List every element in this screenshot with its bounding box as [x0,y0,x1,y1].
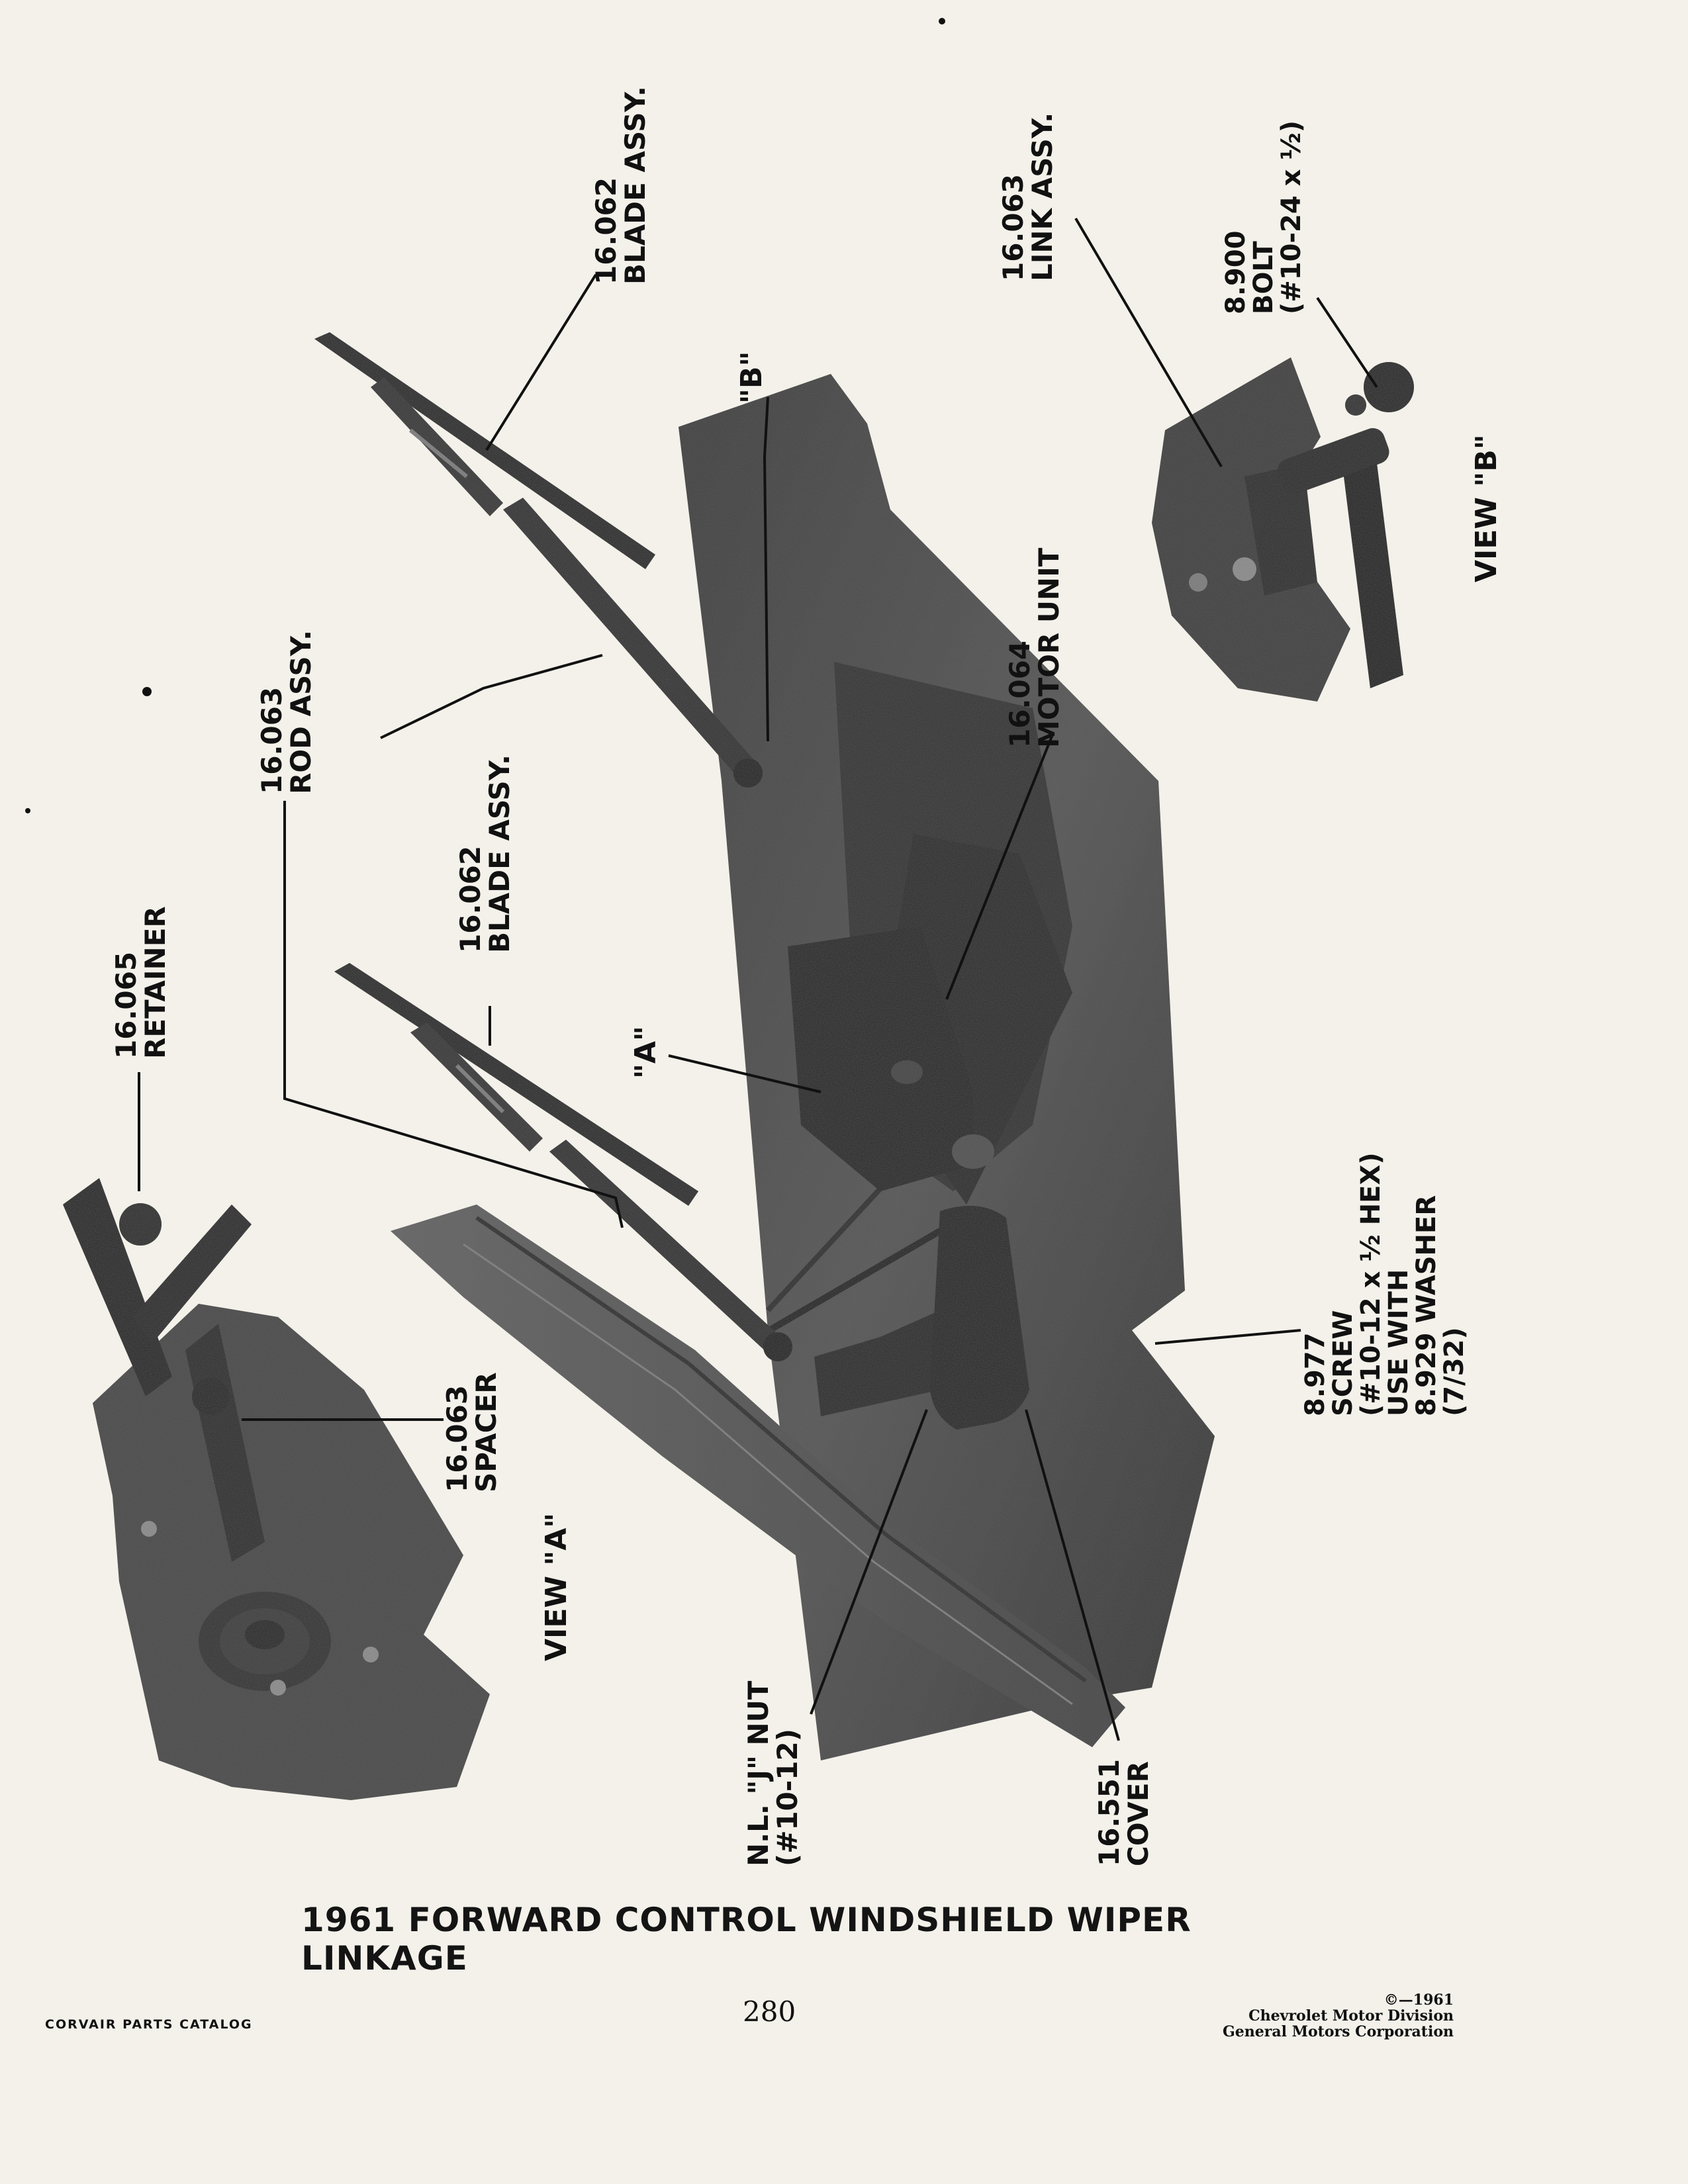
wiper-blade-b [314,332,763,788]
svg-text:SCREW: SCREW [1328,1310,1358,1416]
svg-text:BOLT: BOLT [1248,241,1279,314]
svg-text:BLADE ASSY.: BLADE ASSY. [619,86,651,285]
svg-text:MOTOR UNIT: MOTOR UNIT [1033,547,1065,748]
svg-text:16.063: 16.063 [256,687,288,794]
ink-speck [25,808,30,813]
svg-text:VIEW "A": VIEW "A" [539,1513,573,1661]
page-number: 280 [743,1995,796,2028]
leader-lines [138,217,1378,1741]
corporation-line: General Motors Corporation [1222,2023,1454,2040]
label-spacer: 16.063 SPACER [441,1372,502,1492]
svg-text:LINK ASSY.: LINK ASSY. [1026,113,1058,281]
view-b-detail [1152,357,1414,702]
svg-text:"B": "B" [735,351,769,404]
wiper-blade-a [334,963,792,1361]
svg-text:SPACER: SPACER [470,1372,502,1492]
catalog-name: CORVAIR PARTS CATALOG [45,2017,253,2032]
svg-text:16.551: 16.551 [1093,1759,1125,1866]
marker-a: "A" [629,1026,663,1079]
svg-text:8.977: 8.977 [1300,1332,1331,1416]
svg-text:(#10-12 x ½ HEX): (#10-12 x ½ HEX) [1356,1152,1386,1416]
svg-text:COVER: COVER [1122,1761,1154,1866]
svg-text:BLADE ASSY.: BLADE ASSY. [483,754,516,953]
svg-text:USE WITH: USE WITH [1383,1269,1414,1416]
motor-unit [788,927,994,1191]
label-cover: 16.551 COVER [1093,1759,1154,1866]
view-a-detail [63,1178,490,1800]
svg-text:VIEW "B": VIEW "B" [1470,434,1503,582]
label-link-assy: 16.063 LINK ASSY. [997,113,1058,281]
label-rod-assy: 16.063 ROD ASSY. [256,630,317,794]
svg-text:16.063: 16.063 [441,1385,473,1492]
label-blade-assy-a: 16.062 BLADE ASSY. [454,754,516,953]
ink-speck [142,687,152,696]
svg-text:16.065: 16.065 [110,952,142,1059]
svg-text:16.063: 16.063 [997,174,1029,281]
label-view-b: VIEW "B" [1470,434,1503,582]
label-j-nut: N.L. "J" NUT (#10-12) [742,1680,804,1866]
copyright-block: ©—1961 Chevrolet Motor Division General … [1223,1992,1454,2040]
label-screw: 8.977 SCREW (#10-12 x ½ HEX) USE WITH 8.… [1300,1152,1470,1416]
svg-text:(7/32): (7/32) [1439,1327,1470,1416]
svg-text:(#10-24 x ½): (#10-24 x ½) [1276,120,1307,314]
svg-text:8.900: 8.900 [1221,230,1251,314]
svg-text:(#10-12): (#10-12) [771,1729,804,1866]
svg-text:16.064: 16.064 [1004,641,1036,748]
svg-text:"A": "A" [629,1026,663,1079]
label-blade-assy-b: 16.062 BLADE ASSY. [590,86,651,285]
figure-caption: 1961 FORWARD CONTROL WINDSHIELD WIPER LI… [301,1901,1192,1978]
label-retainer: 16.065 RETAINER [110,906,171,1059]
ink-speck [939,18,945,24]
svg-text:N.L. "J" NUT: N.L. "J" NUT [742,1680,774,1866]
label-bolt: 8.900 BOLT (#10-24 x ½) [1221,120,1307,314]
svg-text:8.929 WASHER: 8.929 WASHER [1411,1195,1442,1416]
label-motor-unit: 16.064 MOTOR UNIT [1004,547,1065,748]
label-view-a: VIEW "A" [539,1513,573,1661]
marker-b: "B" [735,351,769,404]
svg-text:ROD ASSY.: ROD ASSY. [285,630,317,794]
svg-text:RETAINER: RETAINER [139,906,171,1059]
svg-text:16.062: 16.062 [590,177,622,285]
cover [930,1206,1029,1430]
division-line: Chevrolet Motor Division [1248,2007,1454,2025]
copyright-line: ©—1961 [1383,1991,1454,2009]
svg-text:16.062: 16.062 [454,846,487,953]
